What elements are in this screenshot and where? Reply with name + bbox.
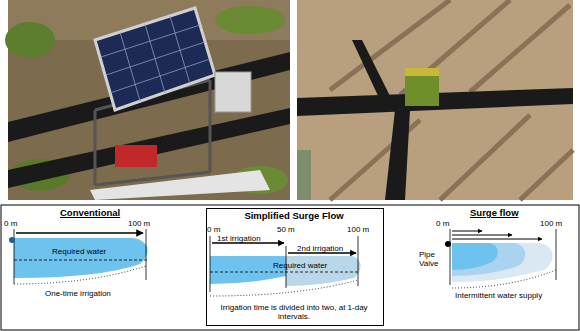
flow-arrow — [452, 235, 512, 236]
grass-patch — [215, 6, 285, 34]
distance-label: 100 m — [540, 219, 562, 228]
end-mark — [358, 236, 359, 286]
water-body — [286, 256, 361, 286]
water-body — [452, 243, 498, 270]
start-mark — [450, 229, 451, 285]
bucket — [297, 150, 311, 200]
white-base — [90, 170, 270, 200]
distance-label: 50 m — [277, 225, 295, 234]
valve-dot — [445, 241, 451, 247]
flow-arrow — [452, 239, 542, 240]
caption-note: Irrigation time is divided into two, at … — [210, 303, 378, 321]
flow-arrow — [16, 232, 143, 234]
caption-note: One-time irrigation — [45, 289, 111, 298]
water-body — [14, 238, 148, 278]
water-body — [452, 243, 525, 276]
surge-valve — [405, 72, 439, 106]
start-mark — [210, 236, 211, 292]
panel-frame — [1, 205, 579, 330]
distance-label: 100 m — [347, 225, 369, 234]
solar-cells — [101, 16, 210, 101]
distance-label: 100 m — [128, 219, 150, 228]
end-mark — [556, 229, 557, 280]
solar-panel — [95, 8, 215, 110]
pipe — [8, 108, 290, 188]
required-line — [14, 260, 148, 261]
surge-diagram — [445, 229, 556, 288]
valve-lid — [405, 68, 439, 76]
pipe — [385, 110, 410, 200]
infiltration-curve — [210, 280, 358, 296]
end-mark — [146, 229, 147, 280]
simplified-diagram — [210, 236, 361, 296]
field-valve-photo — [297, 0, 573, 200]
valve-dot — [9, 237, 15, 243]
water-label: Required water — [273, 261, 327, 270]
grass-patch — [5, 22, 55, 58]
panel-title: Conventional — [60, 208, 120, 219]
solar-device-photo — [5, 0, 290, 200]
irrigation-label: 2nd irrigation — [297, 244, 343, 253]
panel-title: Simplified Surge Flow — [207, 211, 381, 222]
pipe — [352, 40, 392, 100]
valve-label: Pipe Valve — [419, 250, 443, 268]
caption-note: Intermittent water supply — [455, 291, 542, 300]
required-line — [210, 272, 360, 273]
distance-label: 0 m — [436, 219, 449, 228]
conventional-diagram — [9, 229, 148, 284]
flow-arrow — [452, 231, 482, 232]
control-box — [215, 72, 251, 112]
pump — [115, 145, 157, 167]
water-label: Required water — [52, 247, 106, 256]
start-mark — [14, 229, 15, 284]
soil-field — [297, 0, 573, 200]
infiltration-curve — [14, 266, 146, 284]
irrigation-label: 1st irrigation — [217, 234, 261, 243]
distance-label: 0 m — [4, 219, 17, 228]
distance-label: 0 m — [207, 225, 220, 234]
panel-title: Surge flow — [470, 208, 519, 219]
water-body — [452, 243, 553, 282]
infiltration-curve — [452, 270, 556, 288]
method-box: Simplified Surge Flow 0 m 50 m 100 m 1st irr… — [206, 208, 384, 326]
